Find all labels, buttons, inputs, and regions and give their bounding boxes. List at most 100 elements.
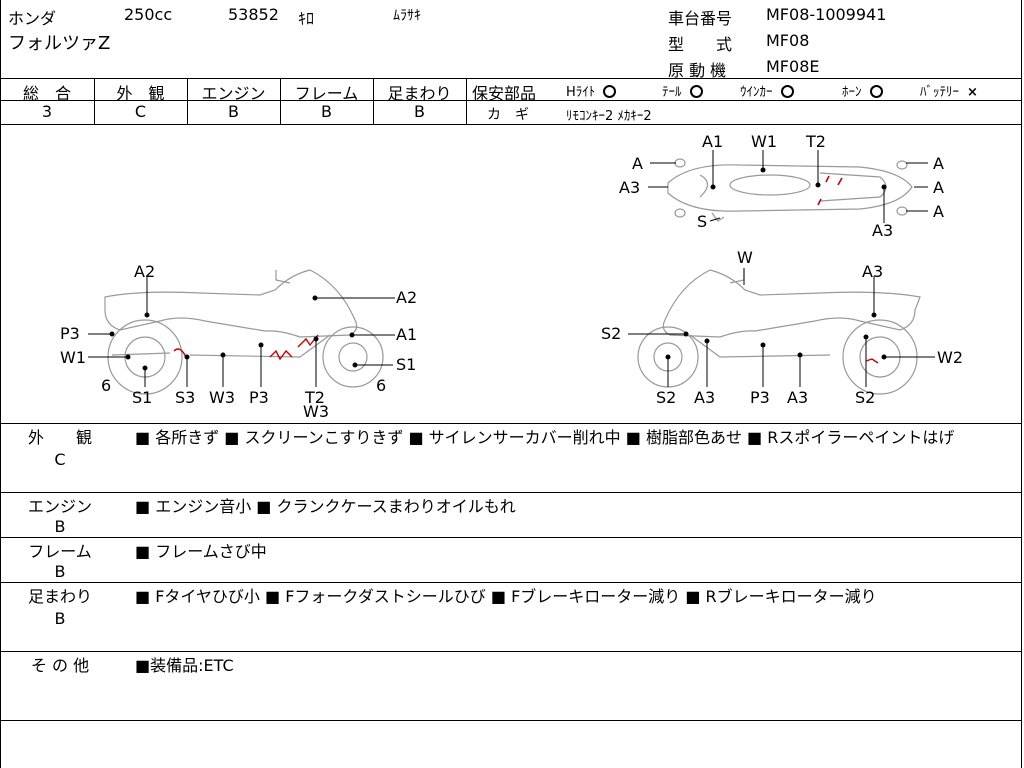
diagram-label: S2 — [656, 388, 676, 407]
note-text: ■ フレームさび中 — [135, 542, 267, 561]
diagram-label: W3 — [303, 402, 329, 421]
diagram-label: A1 — [396, 325, 417, 344]
grade-overall-value: 3 — [41, 102, 53, 121]
grade-exterior-label: 外 観 — [116, 84, 165, 103]
ng-cross-icon: × — [967, 85, 978, 100]
damage-marks-top — [817, 175, 843, 206]
ok-circle-icon — [869, 85, 883, 98]
note-grade: C — [54, 450, 66, 469]
key-value: ﾘﾓｺﾝｷｰ2 ﾒｶｷｰ2 — [566, 109, 652, 124]
type-value: MF08 — [766, 31, 810, 50]
color: ﾑﾗｻｷ — [393, 8, 421, 24]
safety-item-label: ﾎｰﾝ — [842, 85, 862, 100]
notes-divider — [0, 651, 1022, 652]
diagram-label: A3 — [619, 178, 640, 197]
diagram-label: S2 — [855, 388, 875, 407]
diagram-label: A2 — [134, 262, 155, 281]
diagram-label: T2 — [805, 132, 826, 151]
notes-divider — [0, 492, 1022, 493]
note-grade: B — [54, 562, 66, 581]
grade-divider — [94, 78, 95, 124]
note-text: ■ 各所きず ■ スクリーンこすりきず ■ サイレンサーカバー削れ中 ■ 樹脂部… — [135, 428, 955, 447]
diagram-label: W3 — [209, 388, 235, 407]
damage-diagram: A1 W1 T2 A A3 S A A A A3 A2 A2 P3 A1 W1 … — [60, 132, 963, 421]
right-view-leaders — [628, 268, 935, 387]
diagram-label: P3 — [750, 388, 770, 407]
diagram-label: S2 — [601, 324, 621, 343]
safety-mid-line — [466, 100, 1022, 101]
diagram-label: A — [933, 154, 944, 173]
note-text: ■ エンジン音小 ■ クランクケースまわりオイルもれ — [135, 497, 516, 516]
frame-left — [0, 0, 1, 768]
key-label: カ ギ — [487, 107, 529, 123]
grade-mid-line — [0, 100, 466, 101]
grade-divider — [280, 78, 281, 124]
note-label: フレーム — [28, 542, 92, 561]
safety-item-label: Hﾗｲﾄ — [566, 85, 596, 100]
diagram-label: A — [933, 178, 944, 197]
notes-divider — [0, 537, 1022, 538]
safety-item-label: ﾃｰﾙ — [662, 85, 682, 100]
grade-exterior-value: C — [134, 102, 147, 121]
note-label: 足まわり — [27, 587, 92, 606]
scooter-right-view — [637, 269, 921, 395]
diagram-label: A1 — [702, 132, 723, 151]
diagram-label: W1 — [60, 348, 86, 367]
notes-top-line — [0, 423, 1022, 424]
safety-title: 保安部品 — [472, 84, 537, 103]
diagram-label: S3 — [175, 388, 195, 407]
safety-item-winker: ｳｲﾝｶｰ — [740, 81, 794, 100]
grade-divider — [373, 78, 374, 124]
frame-right — [1021, 0, 1022, 768]
diagram-label: W1 — [751, 132, 777, 151]
note-grade: B — [54, 609, 66, 628]
safety-item-label: ｳｲﾝｶｰ — [740, 85, 773, 100]
safety-item-headlight: Hﾗｲﾄ — [566, 81, 617, 100]
grade-frame-label: フレーム — [294, 84, 359, 103]
diagram-labels: A1 W1 T2 A A3 S A A A A3 A2 A2 P3 A1 W1 … — [60, 132, 963, 421]
diagram-label: 6 — [376, 376, 386, 395]
engine-value: MF08E — [766, 57, 820, 76]
chassis-label: 車台番号 — [668, 9, 733, 28]
diagram-label: A3 — [787, 388, 808, 407]
diagram-label: A — [632, 154, 643, 173]
mileage-unit: ｷﾛ — [298, 9, 315, 28]
diagram-label: S1 — [132, 388, 152, 407]
grade-divider — [466, 78, 467, 124]
diagram-label: A3 — [872, 221, 893, 240]
grade-suspension-label: 足まわり — [387, 84, 452, 103]
displacement: 250cc — [124, 5, 173, 24]
diagram-label: W2 — [937, 348, 963, 367]
safety-item-label: ﾊﾞｯﾃﾘｰ — [920, 85, 959, 100]
damage-marks-right — [865, 358, 879, 364]
notes-bottom-line — [0, 720, 1022, 721]
diagram-label: P3 — [249, 388, 269, 407]
grade-overall-label: 総 合 — [22, 84, 71, 103]
diagram-label: 6 — [101, 376, 111, 395]
note-grade: B — [54, 517, 66, 536]
diagram-label: W — [737, 248, 753, 267]
diagram-label: A — [933, 202, 944, 221]
grade-engine-value: B — [228, 102, 239, 121]
grade-suspension-value: B — [414, 102, 425, 121]
ok-circle-icon — [689, 85, 703, 98]
note-label: エンジン — [27, 497, 92, 516]
diagram-label: T2 — [304, 388, 325, 407]
maker: ホンダ — [8, 9, 57, 28]
safety-item-horn: ﾎｰﾝ — [842, 81, 883, 100]
chassis-value: MF08-1009941 — [766, 5, 887, 24]
engine-label: 原 動 機 — [668, 61, 727, 80]
grade-bottom-line — [0, 124, 1022, 125]
ok-circle-icon — [603, 85, 617, 98]
grade-frame-value: B — [321, 102, 332, 121]
diagram-label: S1 — [396, 355, 416, 374]
safety-item-battery: ﾊﾞｯﾃﾘｰ × — [920, 81, 978, 100]
note-label: 外 観 — [27, 428, 92, 447]
diagram-label: A3 — [694, 388, 715, 407]
diagram-label: P3 — [60, 324, 80, 343]
notes-divider — [0, 582, 1022, 583]
type-label: 型 式 — [668, 35, 733, 54]
safety-item-taillight: ﾃｰﾙ — [662, 81, 703, 100]
ok-circle-icon — [780, 85, 794, 98]
diagram-label: A3 — [862, 262, 883, 281]
